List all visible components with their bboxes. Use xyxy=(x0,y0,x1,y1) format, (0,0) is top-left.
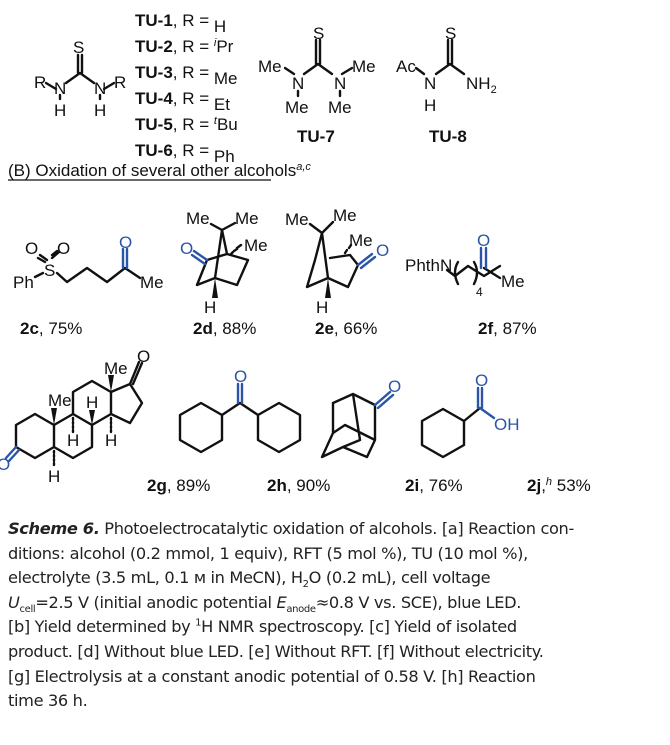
atom-n: N xyxy=(334,74,346,93)
atom-me: Me xyxy=(285,210,309,229)
compound-2i: O 2i, 76% xyxy=(320,377,463,495)
compound-label: 2c, 75% xyxy=(20,319,82,338)
atom-h: H xyxy=(48,467,60,486)
section-title: (B) Oxidation of several other alcoholsa… xyxy=(8,161,311,180)
caption-text: product. [d] Without blue LED. [e] Witho… xyxy=(8,641,544,661)
compound-2d: Me Me Me O H 2d, 88% xyxy=(180,209,268,338)
atom-o: O xyxy=(376,241,389,260)
atom-o: O xyxy=(119,233,132,252)
compound-2h: O 2h, 90% xyxy=(178,367,330,495)
caption-text: electrolyte (3.5 mL, 0.1 м in MeCN), H2O… xyxy=(8,568,491,591)
caption-text: ditions: alcohol (0.2 mmol, 1 equiv), RF… xyxy=(8,543,528,563)
atom-r: R xyxy=(34,73,46,92)
atom-me: Me xyxy=(501,272,525,291)
atom-h: H xyxy=(67,431,79,450)
compound-2c: O O S Ph O Me 2c, 75% xyxy=(13,233,164,338)
caption-text: Photoelectrocatalytic oxidation of alcoh… xyxy=(99,519,574,538)
caption-text: [g] Electrolysis at a constant anodic po… xyxy=(8,666,536,686)
atom-me: Me xyxy=(258,57,282,76)
tu8-label: TU-8 xyxy=(429,127,467,146)
atom-n: N xyxy=(94,79,106,98)
tu-entry: TU-4, R = Et xyxy=(135,89,230,114)
atom-me: Me xyxy=(244,236,268,255)
atom-s: S xyxy=(445,24,456,43)
atom-oh: OH xyxy=(494,415,520,434)
atom-nh2: NH2 xyxy=(466,74,497,96)
section-b-heading: (B) Oxidation of several other alcoholsa… xyxy=(8,161,311,181)
atom-h: H xyxy=(86,393,98,412)
atom-h: H xyxy=(316,298,328,317)
scheme-graphics: S R R N N H H TU-1, R = H TU-2, R = iPr … xyxy=(0,11,591,495)
atom-h: H xyxy=(94,101,106,120)
caption-text: time 36 h. xyxy=(8,691,88,711)
atom-me: Me xyxy=(235,209,259,228)
compound-2e: Me Me Me O H 2e, 66% xyxy=(285,206,389,338)
tu7-structure: S Me Me N N Me Me TU-7 xyxy=(258,24,376,146)
atom-me: Me xyxy=(48,391,72,410)
caption-label: Scheme 6. xyxy=(8,519,100,538)
atom-s: S xyxy=(73,38,84,57)
atom-r: R xyxy=(114,73,126,92)
atom-n: N xyxy=(292,74,304,93)
atom-o: O xyxy=(475,371,488,390)
atom-me: Me xyxy=(333,206,357,225)
tu7-label: TU-7 xyxy=(297,127,335,146)
atom-o: O xyxy=(234,367,247,386)
atom-o: O xyxy=(57,239,70,258)
atom-me: Me xyxy=(349,231,373,250)
thiourea-generic-structure: S R R N N H H xyxy=(34,38,126,120)
atom-h: H xyxy=(204,298,216,317)
atom-o: O xyxy=(0,455,10,474)
atom-h: H xyxy=(54,101,66,120)
atom-me: Me xyxy=(186,209,210,228)
atom-s: S xyxy=(44,261,55,280)
tu-entry: TU-6, R = Ph xyxy=(135,141,235,166)
compound-label: 2h, 90% xyxy=(267,476,330,495)
compound-label: 2j,h 53% xyxy=(527,476,591,495)
compound-label: 2e, 66% xyxy=(315,319,377,338)
atom-me: Me xyxy=(328,98,352,117)
tu-entry: TU-2, R = iPr xyxy=(135,37,234,56)
atom-h: H xyxy=(424,96,436,115)
compound-label: 2f, 87% xyxy=(478,319,537,338)
atom-me: Me xyxy=(352,57,376,76)
caption-text: Ucell=2.5 V (initial anodic potential Ea… xyxy=(8,592,521,616)
compound-2j: O OH 2j,h 53% xyxy=(420,371,591,495)
tu8-structure: Ac N H S NH2 TU-8 xyxy=(396,24,497,146)
atom-ph: Ph xyxy=(13,273,34,292)
atom-me: Me xyxy=(285,98,309,117)
compound-label: 2i, 76% xyxy=(405,476,463,495)
caption-text: [b] Yield determined by 1H NMR spectrosc… xyxy=(8,617,517,637)
tu-entry: TU-1, R = H xyxy=(135,11,226,36)
atom-o: O xyxy=(180,239,193,258)
atom-phthn: PhthN xyxy=(405,256,452,275)
tu-entry: TU-5, R = tBu xyxy=(135,115,238,134)
atom-o: O xyxy=(388,377,401,396)
atom-h: H xyxy=(105,431,117,450)
atom-ac: Ac xyxy=(396,57,416,76)
atom-s: S xyxy=(313,24,324,43)
atom-me: Me xyxy=(140,273,164,292)
atom-n: N xyxy=(54,79,66,98)
tu-entry: TU-3, R = Me xyxy=(135,63,238,88)
figure-caption: Scheme 6. Photoelectrocatalytic oxidatio… xyxy=(8,517,668,714)
compound-label: 2g, 89% xyxy=(147,476,210,495)
repeat-count: 4 xyxy=(476,285,483,299)
atom-o: O xyxy=(137,347,150,366)
atom-n: N xyxy=(424,74,436,93)
atom-o: O xyxy=(477,231,490,250)
compound-2g: Me Me O H H H H O 2g, 89% xyxy=(0,347,210,495)
atom-me: Me xyxy=(104,359,128,378)
compound-2f: PhthN 4 O Me 2f, 87% xyxy=(405,231,537,338)
atom-o: O xyxy=(25,239,38,258)
thiourea-list: TU-1, R = H TU-2, R = iPr TU-3, R = Me T… xyxy=(135,11,238,166)
compound-label: 2d, 88% xyxy=(193,319,256,338)
